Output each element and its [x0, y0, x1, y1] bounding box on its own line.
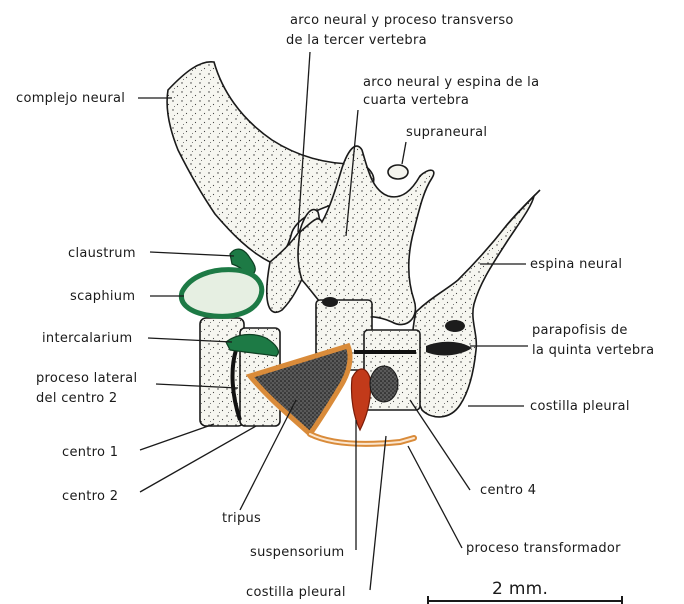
label-claustrum: claustrum	[68, 246, 136, 261]
scale-bar-label: 2 mm.	[492, 579, 548, 599]
scaphium-shape	[181, 270, 261, 317]
leader-claustrum	[150, 252, 234, 256]
drawing	[167, 62, 540, 444]
leader-costilla-bottom	[370, 436, 386, 590]
supraneural-shape	[388, 165, 408, 179]
label-arco-tercer-line2: de la tercer vertebra	[286, 33, 427, 48]
label-intercalarium: intercalarium	[42, 331, 132, 346]
leader-proceso-transformador	[408, 446, 462, 548]
leader-supraneural	[402, 142, 406, 164]
label-arco-cuarta-line1: arco neural y espina de la	[363, 75, 539, 90]
label-costilla-pleural-bottom: costilla pleural	[246, 585, 346, 600]
label-proceso-lateral-line2: del centro 2	[36, 391, 118, 406]
label-scaphium: scaphium	[70, 289, 135, 304]
centro-4-inner	[370, 366, 398, 402]
label-arco-cuarta-line2: cuarta vertebra	[363, 93, 469, 108]
canal-dark-2	[322, 297, 338, 307]
label-centro-2: centro 2	[62, 489, 118, 504]
label-espina-neural: espina neural	[530, 257, 622, 272]
label-suspensorium: suspensorium	[250, 545, 344, 560]
label-centro-4: centro 4	[480, 483, 536, 498]
espina-neural-line	[506, 190, 540, 226]
label-supraneural: supraneural	[406, 125, 487, 140]
label-tripus: tripus	[222, 511, 261, 526]
label-centro-1: centro 1	[62, 445, 118, 460]
label-parapofisis-line2: la quinta vertebra	[532, 343, 654, 358]
label-parapofisis-line1: parapofisis de	[532, 323, 628, 338]
leader-centro-1	[140, 424, 214, 450]
label-complejo-neural: complejo neural	[16, 91, 125, 106]
suspensorium-shape	[351, 369, 370, 430]
neural-canal-dark	[445, 320, 465, 332]
label-proceso-lateral-line1: proceso lateral	[36, 371, 137, 386]
leader-centro-2	[140, 426, 256, 492]
scale-bar: 2 mm.	[428, 579, 622, 604]
label-proceso-transformador: proceso transformador	[466, 541, 621, 556]
label-arco-tercer-line1: arco neural y proceso transverso	[290, 13, 514, 28]
quinta-vertebra-shape	[411, 196, 534, 417]
label-costilla-pleural-right: costilla pleural	[530, 399, 630, 414]
